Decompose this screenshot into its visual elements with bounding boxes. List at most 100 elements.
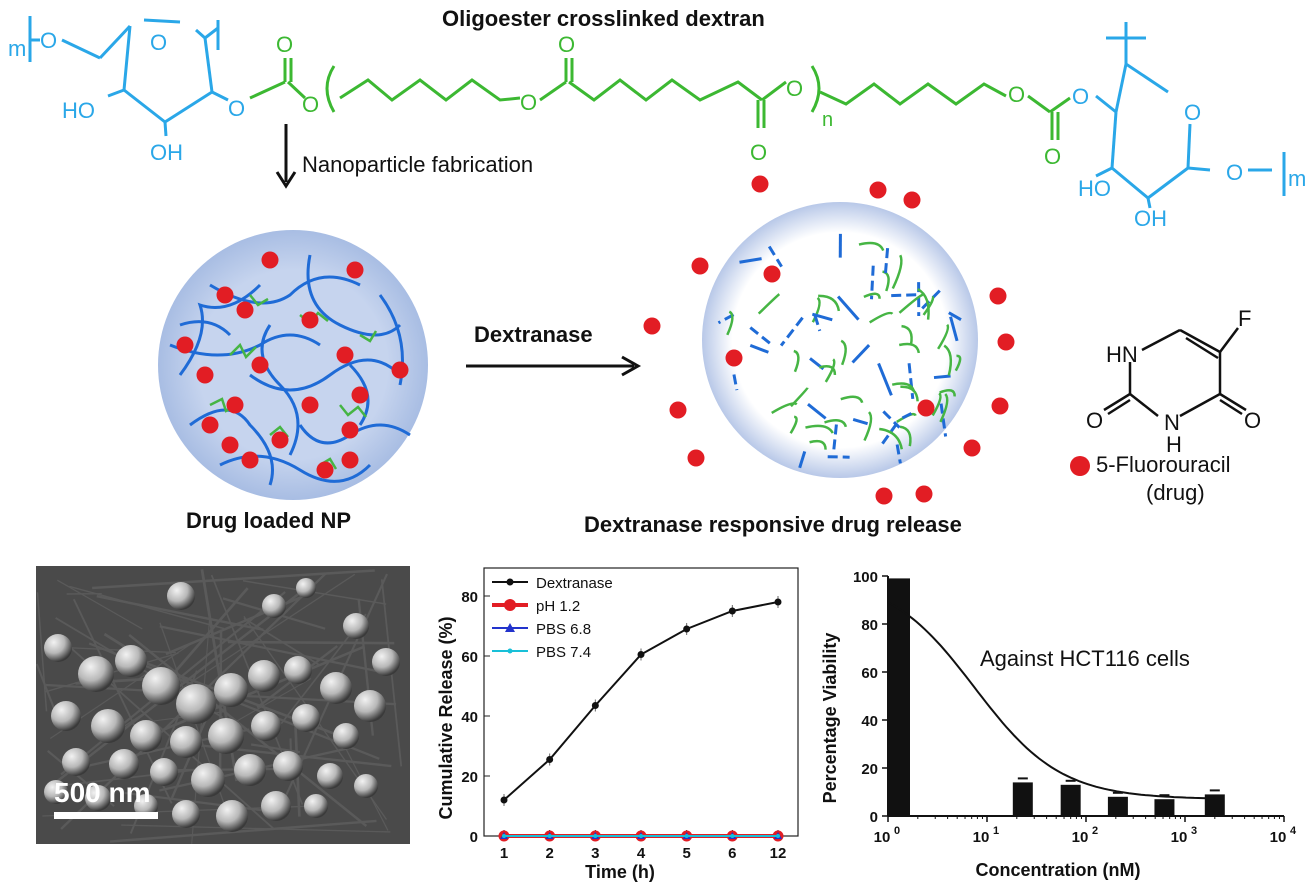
viability-ytick-label: 20 xyxy=(861,761,878,778)
released-drug-dot xyxy=(763,265,781,283)
crosslink-fragment xyxy=(824,419,848,428)
polymer-fragment xyxy=(807,403,827,420)
fu-n: N xyxy=(1164,410,1180,435)
fu-hn: HN xyxy=(1106,342,1138,367)
released-drug-dot xyxy=(751,175,769,193)
right-sugar-ring xyxy=(1095,22,1286,209)
right-ho: HO xyxy=(1078,176,1111,201)
polymer-fragment xyxy=(883,248,890,274)
crosslink-fragment xyxy=(793,349,800,373)
sem-nanoparticle xyxy=(62,748,90,776)
release-ytick-label: 60 xyxy=(461,649,478,666)
viability-bar xyxy=(1154,799,1175,816)
sem-nanoparticle xyxy=(262,594,286,618)
polymer-fragment xyxy=(832,424,838,451)
left-oh: OH xyxy=(150,140,183,165)
np-crosslink xyxy=(249,294,269,307)
crosslink-fragment xyxy=(954,354,962,372)
viability-ytick-label: 80 xyxy=(861,617,878,634)
fu-f: F xyxy=(1238,306,1251,331)
release-point xyxy=(546,756,554,763)
release-legend-marker xyxy=(505,623,515,632)
drug-legend-note: (drug) xyxy=(1146,480,1205,505)
np-polymer-chain xyxy=(169,333,321,357)
crosslink-fragment xyxy=(863,292,881,299)
left-ho: HO xyxy=(62,98,95,123)
down-arrow xyxy=(275,124,297,189)
sem-scale-label: 500 nm xyxy=(54,777,151,808)
chain-o8: O xyxy=(1044,144,1061,169)
polymer-fragment xyxy=(836,295,860,321)
sem-nanoparticle xyxy=(261,791,291,821)
viability-xtick-exponent: 3 xyxy=(1191,825,1197,837)
sem-nanoparticle xyxy=(109,749,139,779)
polymer-fragment xyxy=(895,444,902,464)
np-polymer-chain xyxy=(306,254,402,337)
release-legend-label: Dextranase xyxy=(536,575,613,592)
sem-nanoparticle xyxy=(354,774,378,798)
sem-nanoparticle xyxy=(91,709,125,743)
drug-dot xyxy=(351,386,369,404)
crosslink-fragment xyxy=(869,311,894,324)
viability-annotation: Against HCT116 cells xyxy=(980,646,1190,671)
polymer-fragment xyxy=(897,412,913,422)
right-o-link: O xyxy=(1072,84,1089,109)
released-drug-dot xyxy=(669,401,687,419)
sem-nanoparticle xyxy=(142,667,180,705)
np-caption: Drug loaded NP xyxy=(186,508,352,533)
crosslink-fragment xyxy=(882,270,890,292)
release-legend-label: PBS 7.4 xyxy=(536,644,591,661)
viability-ytick-label: 40 xyxy=(861,713,878,730)
sem-nanoparticle xyxy=(320,672,352,704)
release-legend-label: PBS 6.8 xyxy=(536,621,591,638)
chain-o7: O xyxy=(1008,82,1025,107)
drug-dot xyxy=(176,336,194,354)
np-polymer-chain xyxy=(209,275,361,305)
viability-xtick-label: 10 xyxy=(1171,829,1188,846)
fu-o-left: O xyxy=(1086,408,1103,433)
polymer-fragment xyxy=(882,410,901,429)
sem-texture xyxy=(57,579,143,630)
viability-xtick-exponent: 4 xyxy=(1290,825,1297,837)
viability-bar xyxy=(1060,784,1081,816)
sem-nanoparticle xyxy=(172,800,200,828)
drug-dot xyxy=(346,261,364,279)
sem-nanoparticle xyxy=(51,701,81,731)
released-drug-dot xyxy=(875,487,893,505)
sem-texture xyxy=(92,569,375,590)
polymer-fragment xyxy=(749,344,769,354)
sem-nanoparticle xyxy=(354,690,386,722)
crosslink-fragment xyxy=(790,387,809,408)
release-ylabel: Cumulative Release (%) xyxy=(436,616,456,819)
left-sugar-ring xyxy=(28,16,229,137)
drug-dot xyxy=(301,396,319,414)
np-crosslink xyxy=(339,404,367,418)
released-drug-dot xyxy=(691,257,709,275)
release-point xyxy=(728,607,736,615)
right-arrow xyxy=(466,355,642,377)
crosslink-fragment xyxy=(824,358,836,383)
released-drug-dot xyxy=(687,449,705,467)
sem-nanoparticle xyxy=(248,660,280,692)
left-o-link: O xyxy=(40,28,57,53)
crosslink-fragment xyxy=(805,424,834,434)
right-m-subscript: m xyxy=(1288,166,1306,191)
release-xtick-label: 1 xyxy=(500,845,508,862)
chain-o1: O xyxy=(276,32,293,57)
viability-ylabel: Percentage Viability xyxy=(820,633,840,804)
np-polymer-chain xyxy=(249,358,402,392)
fu-h: H xyxy=(1166,432,1182,457)
np-crosslink xyxy=(359,330,378,343)
crosslink-fragment xyxy=(939,388,956,397)
sem-texture xyxy=(227,640,395,645)
viability-xtick-exponent: 1 xyxy=(993,825,999,837)
drug-dot xyxy=(251,356,269,374)
crosslink-fragment xyxy=(726,310,734,336)
drug-dot xyxy=(316,461,334,479)
sem-texture xyxy=(250,743,300,754)
drug-dot xyxy=(301,311,319,329)
release-point xyxy=(637,651,645,658)
left-o-ring: O xyxy=(150,30,167,55)
left-o-ester: O xyxy=(228,96,245,121)
released-drug-dot xyxy=(643,317,661,335)
